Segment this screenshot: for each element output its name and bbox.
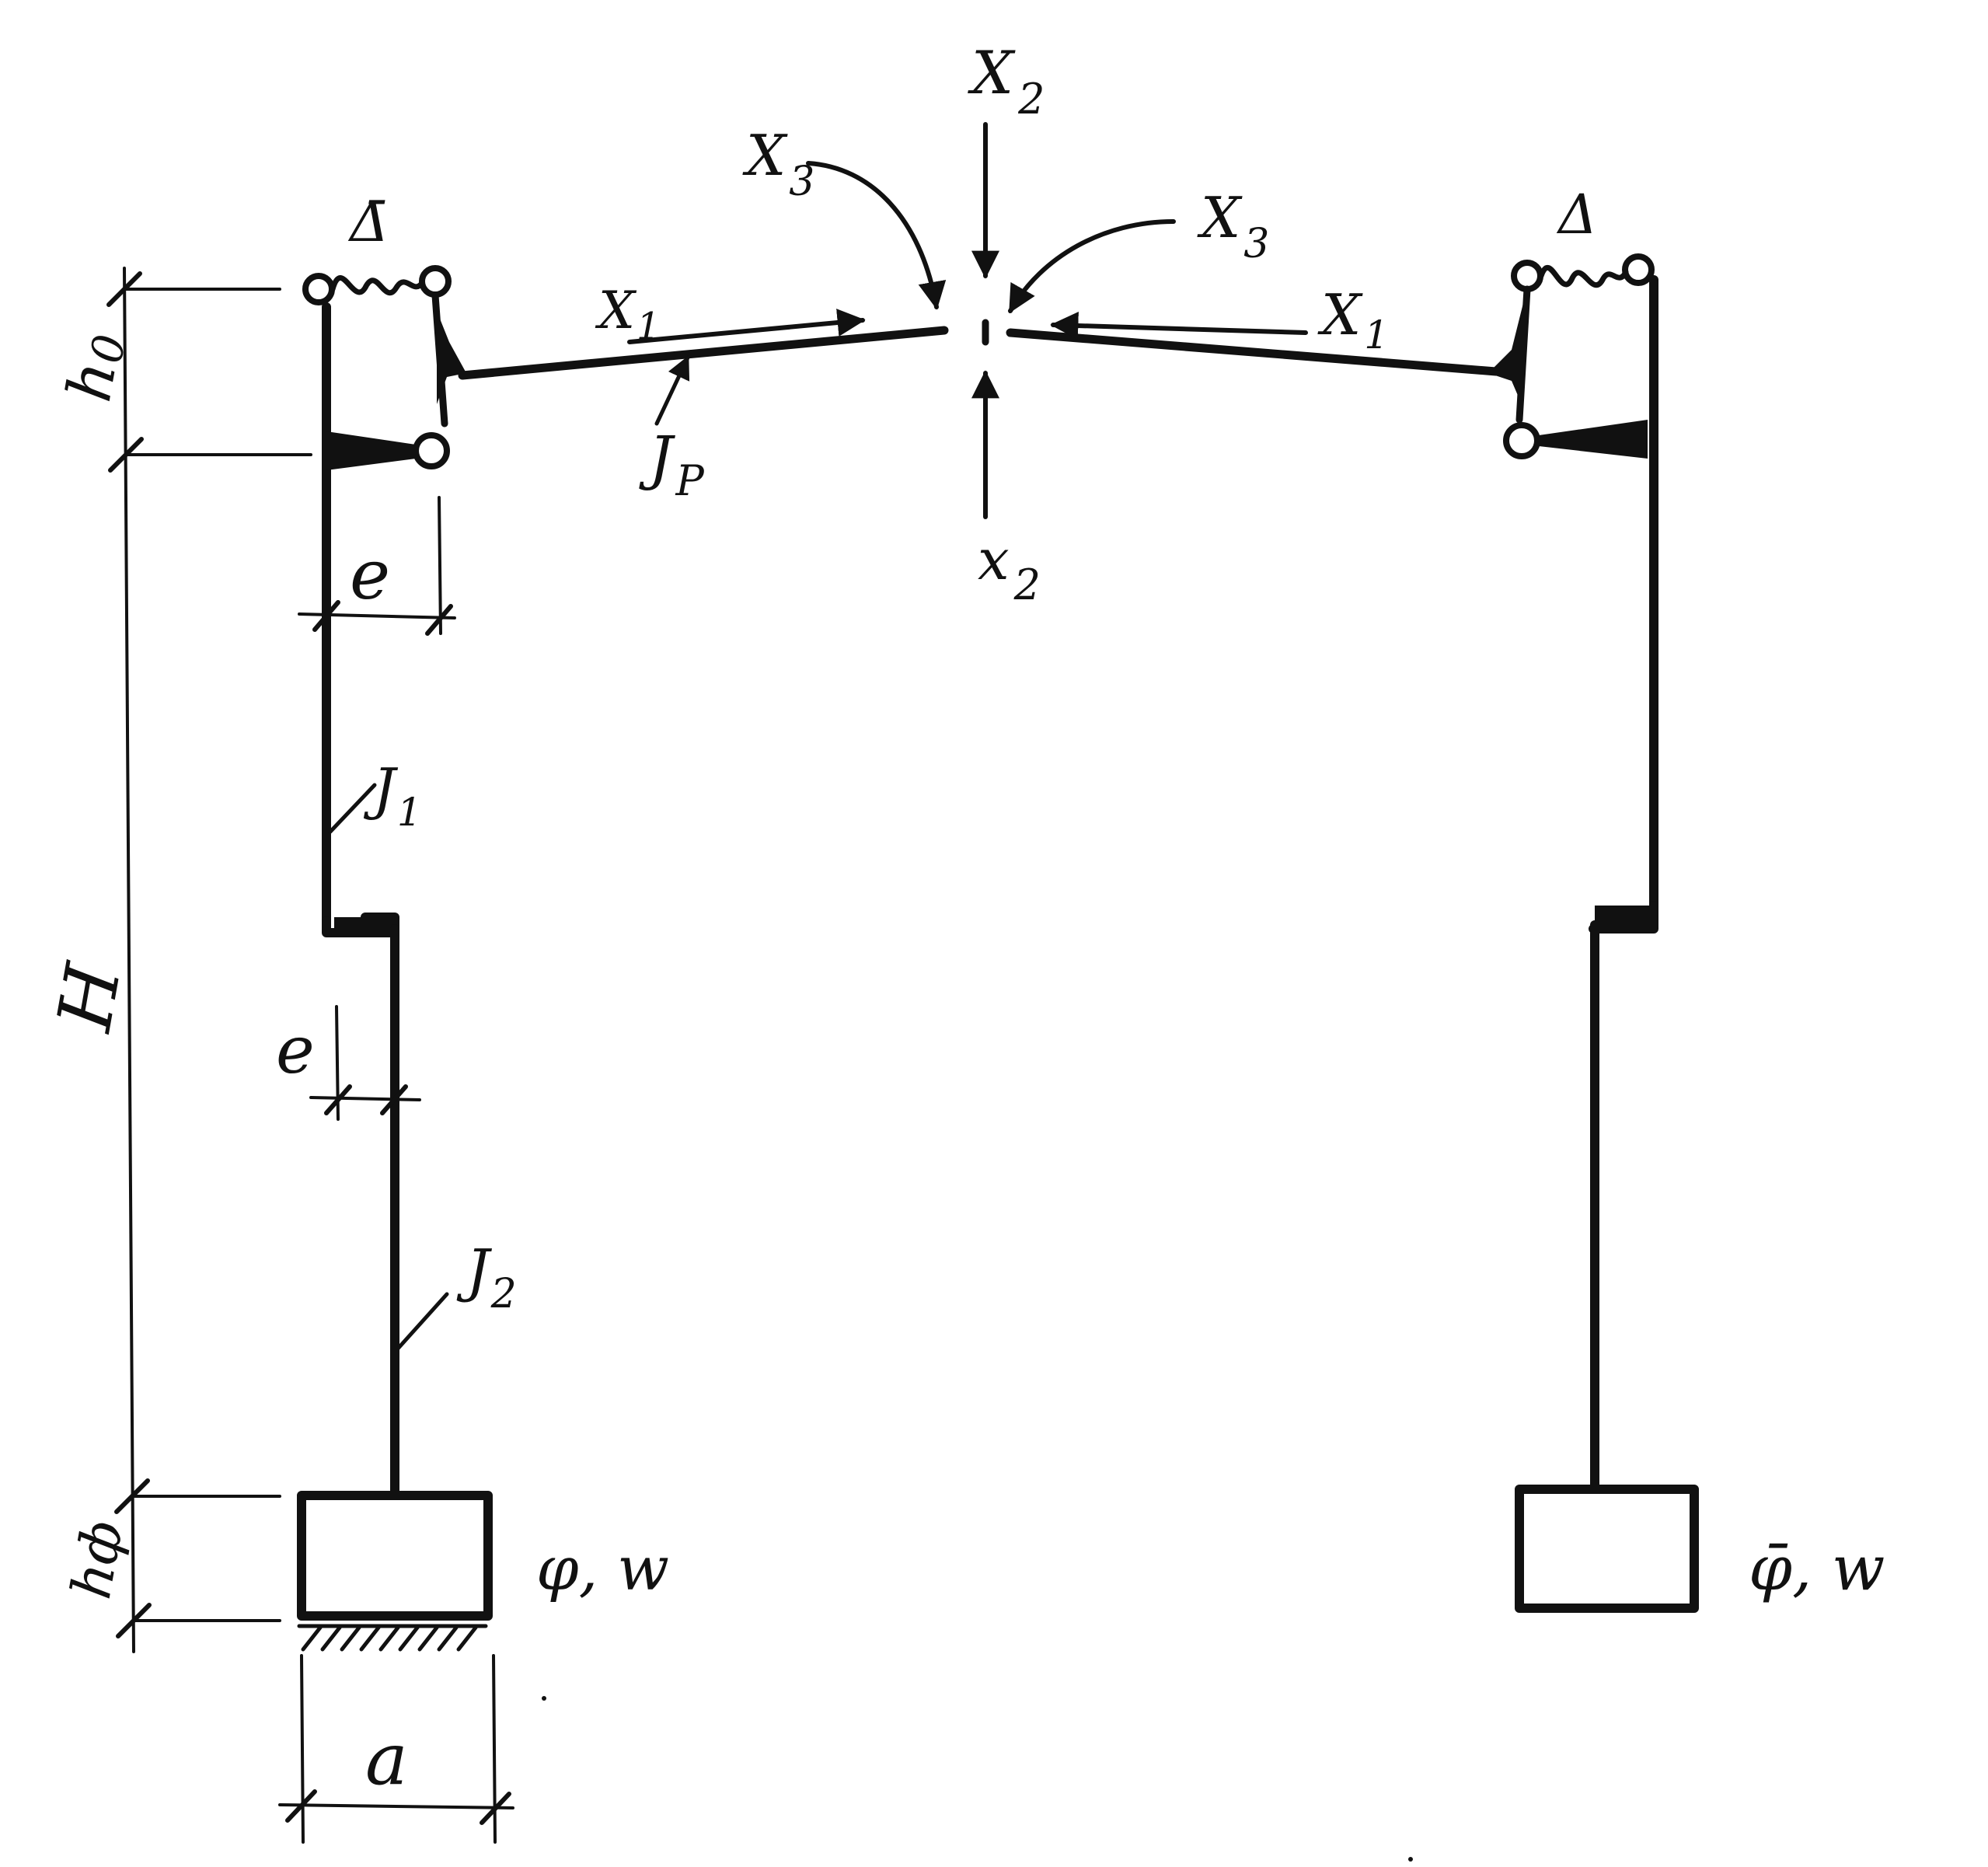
label-e-upper: e — [350, 535, 390, 615]
j2-pointer — [396, 1292, 449, 1351]
label-j2: J2 — [456, 1237, 517, 1317]
label-j1: J1 — [363, 756, 422, 835]
right-footing — [1515, 1485, 1699, 1613]
x3-left-arrow — [806, 161, 947, 310]
label-H: H — [40, 956, 138, 1038]
label-x1-right: X1 — [1317, 282, 1389, 358]
left-rafter — [458, 326, 949, 380]
speck — [1408, 1857, 1413, 1862]
right-gusset — [1488, 303, 1523, 408]
j1-pointer — [328, 783, 377, 834]
left-pin-bottom — [413, 432, 450, 469]
label-phi-w-left: φ, w — [536, 1534, 669, 1604]
label-hф: hф — [59, 1516, 135, 1604]
label-delta-right: Δ — [1556, 183, 1598, 246]
left-pin-top-a — [302, 273, 335, 305]
label-x3-left: X3 — [742, 123, 814, 205]
right-pin-top-b — [1622, 253, 1655, 286]
left-ground-hatch — [297, 1624, 488, 1652]
speck — [542, 1696, 546, 1701]
dim-vertical-main — [123, 267, 135, 1653]
right-rafter-x1-arrow — [1050, 312, 1308, 340]
left-gusset — [437, 311, 466, 404]
right-top-joint — [1488, 253, 1655, 459]
left-column — [297, 302, 493, 1652]
label-delta-left: Δ̄ — [347, 190, 389, 254]
label-phi-w-right: φ̄, w — [1749, 1532, 1885, 1604]
right-bracket-fill — [1539, 420, 1648, 459]
right-column — [1515, 275, 1699, 1613]
label-e-lower: e — [276, 1012, 315, 1088]
right-spring — [1538, 265, 1629, 288]
left-spring — [330, 274, 425, 296]
right-step-fill — [1595, 906, 1657, 927]
left-bracket-fill — [326, 431, 416, 470]
right-pin-bottom — [1503, 422, 1540, 459]
left-pin-top-b — [419, 265, 452, 298]
apex-forces — [806, 122, 1176, 519]
label-a: a — [365, 1718, 408, 1801]
label-x3-right: X3 — [1197, 185, 1269, 267]
left-rafter-x1-arrow — [627, 309, 866, 344]
jp-pointer — [654, 355, 690, 426]
right-rafter — [1006, 328, 1501, 376]
left-footing — [297, 1491, 493, 1621]
left-step-fill — [334, 917, 396, 934]
label-x1-left: X1 — [595, 281, 661, 348]
label-h0: h0 — [54, 327, 136, 407]
left-top-joint — [302, 265, 466, 470]
right-pin-top-a — [1511, 260, 1543, 292]
label-jp: JP — [639, 423, 705, 505]
x3-right-arrow — [1008, 219, 1176, 314]
dimension-lines — [106, 267, 514, 1844]
